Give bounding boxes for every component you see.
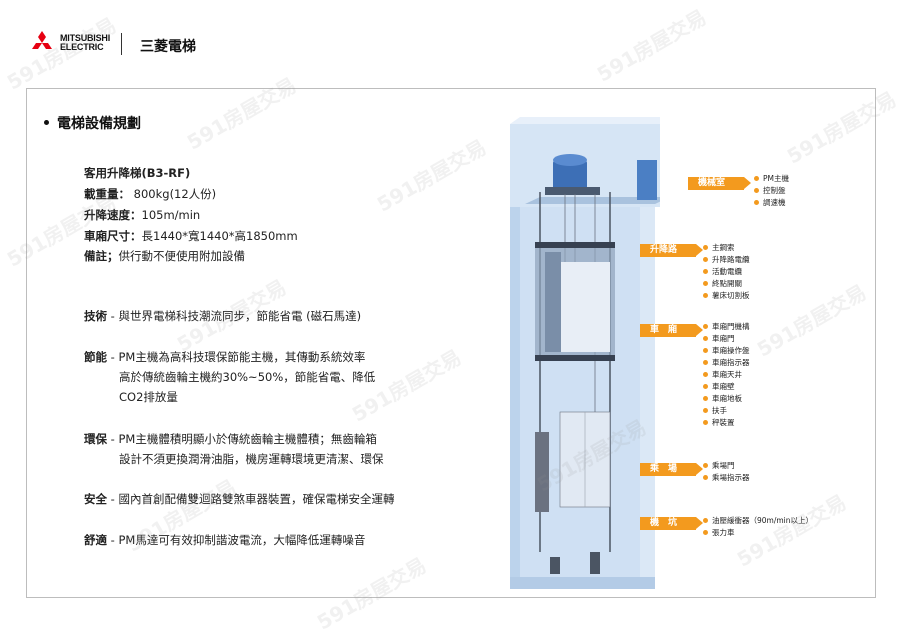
list-item: 車廂門機構: [703, 321, 750, 333]
list-pit: 油壓緩衝器（90m/min以上） 張力車: [703, 515, 813, 539]
list-item: 油壓緩衝器（90m/min以上）: [703, 515, 813, 527]
section-title-text: 電梯設備規劃: [57, 116, 141, 132]
list-hoistway: 主鋼索 升降路電纜 活動電纜 終點開關 薯床切割板: [703, 242, 750, 302]
list-item: 車廂壁: [703, 381, 750, 393]
list-item: 主鋼索: [703, 242, 750, 254]
feature-comfort: 舒適 - PM馬達可有效抑制諧波電流，大幅降低運轉噪音: [84, 530, 365, 550]
brand-english: MITSUBISHI ELECTRIC: [60, 34, 110, 52]
tag-hoistway: 升降路: [640, 244, 703, 257]
brand-divider: [121, 33, 122, 55]
list-item: 乘場指示器: [703, 472, 750, 484]
list-item: 張力車: [703, 527, 813, 539]
header: MITSUBISHI ELECTRIC 三菱電梯: [0, 0, 900, 80]
feature-line: 設計不須更換潤滑油脂，機房運轉環境更清潔、環保: [119, 452, 384, 466]
list-item: 扶手: [703, 405, 750, 417]
spec-car-value: 長1440*寬1440*高1850mm: [141, 229, 298, 243]
brand-line2: ELECTRIC: [60, 42, 104, 52]
counterweight: [535, 432, 549, 512]
feature-label: 安全: [84, 492, 107, 506]
tag-car: 車 廂: [640, 324, 703, 337]
spec-car-label: 車廂尺寸：: [84, 229, 142, 243]
spec-note-value: 供行動不便使用附加設備: [118, 249, 246, 263]
control-panel-icon: [637, 160, 657, 200]
elevator-diagram: [510, 117, 660, 589]
buffer-icon: [590, 552, 600, 574]
spec-note-label: 備註；: [84, 249, 119, 263]
spec-model: 客用升降梯(B3-RF): [84, 165, 190, 181]
feature-line: 高於傳統齒輪主機約30%~50%，節能省電、降低: [119, 370, 376, 384]
tag-label: 車 廂: [650, 325, 678, 335]
tag-landing: 乘 場: [640, 463, 703, 476]
feature-line: - PM主機體積明顯小於傳統齒輪主機體積；無齒輪箱: [110, 432, 377, 446]
list-item: 薯床切割板: [703, 290, 750, 302]
spec-car-size: 車廂尺寸：長1440*寬1440*高1850mm: [84, 228, 298, 244]
list-item: 控制盤: [754, 185, 789, 197]
feature-tech: 技術 - 與世界電梯科技潮流同步，節能省電 (磁石馬達): [84, 306, 361, 326]
feature-label: 技術: [84, 309, 107, 323]
feature-line: - PM馬達可有效抑制諧波電流，大幅降低運轉噪音: [110, 533, 366, 547]
feature-line: CO2排放量: [119, 390, 178, 404]
brand-line1: MITSUBISHI: [60, 33, 111, 43]
list-item: 乘場門: [703, 460, 750, 472]
feature-safety: 安全 - 國內首創配備雙迴路雙煞車器裝置，確保電梯安全運轉: [84, 489, 394, 509]
feature-line: - 國內首創配備雙迴路雙煞車器裝置，確保電梯安全運轉: [110, 492, 395, 506]
list-car: 車廂門機構 車廂門 車廂操作盤 車廂指示器 車廂天井 車廂壁 車廂地板 扶手 秤…: [703, 321, 750, 429]
section-title: 電梯設備規劃: [44, 113, 141, 133]
feature-label: 環保: [84, 432, 107, 446]
tag-pit: 機 坑: [640, 517, 703, 530]
list-item: PM主機: [754, 173, 789, 185]
feature-energy: 節能 - PM主機為高科技環保節能主機，其傳動系統效率高於傳統齒輪主機約30%~…: [84, 347, 375, 407]
tag-label: 乘 場: [650, 464, 678, 474]
feature-line: - PM主機為高科技環保節能主機，其傳動系統效率: [110, 350, 366, 364]
tag-machine-room: 機械室: [688, 177, 751, 190]
list-item: 車廂操作盤: [703, 345, 750, 357]
pm-motor-icon: [553, 160, 587, 190]
spec-load-label: 載重量：: [84, 187, 130, 201]
list-item: 終點開關: [703, 278, 750, 290]
spec-speed: 升降速度：105m/min: [84, 207, 200, 223]
feature-label: 節能: [84, 350, 107, 364]
list-item: 活動電纜: [703, 266, 750, 278]
list-item: 車廂天井: [703, 369, 750, 381]
spec-speed-value: 105m/min: [141, 208, 201, 222]
mitsubishi-diamonds-icon: [32, 31, 52, 49]
spec-speed-label: 升降速度：: [84, 208, 142, 222]
spec-note: 備註；供行動不便使用附加設備: [84, 248, 245, 264]
list-item: 升降路電纜: [703, 254, 750, 266]
brand-chinese: 三菱電梯: [140, 39, 196, 55]
feature-label: 舒適: [84, 533, 107, 547]
list-machine-room: PM主機 控制盤 調速機: [754, 173, 789, 209]
tag-label: 升降路: [650, 245, 678, 255]
spec-load-value: 800kg(12人份): [133, 187, 217, 201]
list-item: 秤裝置: [703, 417, 750, 429]
list-landing: 乘場門 乘場指示器: [703, 460, 750, 484]
content-frame: [26, 88, 876, 598]
list-item: 調速機: [754, 197, 789, 209]
tag-label: 機械室: [698, 178, 726, 188]
spec-model-text: 客用升降梯(B3-RF): [84, 166, 191, 180]
elevator-car: [535, 242, 615, 361]
list-item: 車廂指示器: [703, 357, 750, 369]
list-item: 車廂地板: [703, 393, 750, 405]
feature-eco: 環保 - PM主機體積明顯小於傳統齒輪主機體積；無齒輪箱設計不須更換潤滑油脂，機…: [84, 429, 384, 469]
list-item: 車廂門: [703, 333, 750, 345]
pit-floor: [510, 577, 655, 589]
feature-line: - 與世界電梯科技潮流同步，節能省電 (磁石馬達): [110, 309, 362, 323]
bullet-icon: [44, 119, 49, 125]
tag-label: 機 坑: [650, 518, 678, 528]
spec-load: 載重量： 800kg(12人份): [84, 186, 216, 202]
